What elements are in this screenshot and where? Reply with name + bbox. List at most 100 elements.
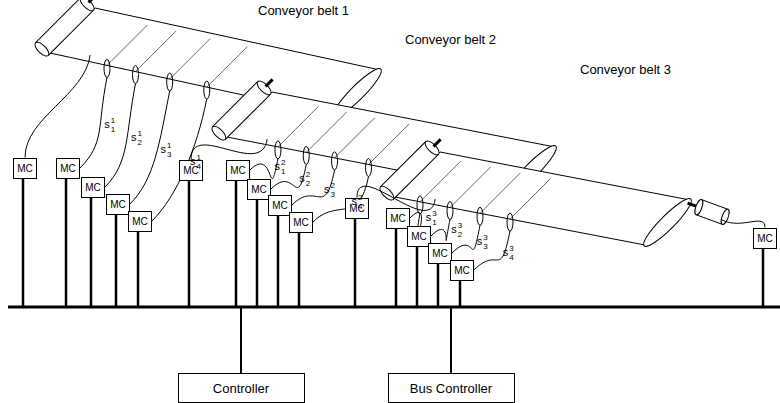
sensor-label: s12 [131,129,142,147]
drive-roller [210,73,279,142]
bus-drop [762,249,765,308]
node-text: MC [110,199,126,210]
sensor-beam [136,31,177,72]
conveyor-belt [395,152,690,245]
mc-box: MC [81,177,105,198]
roller-end [378,184,396,202]
roller-end [210,124,228,142]
bus-drop [240,307,242,373]
sensor-cable [130,91,170,204]
drive-roller [378,133,447,202]
sensor-beam [335,117,376,157]
sensor-cable [250,159,278,179]
motor-shaft [434,139,441,146]
light-sensor [303,146,309,164]
node-text: MC [757,233,773,244]
bus-drop [437,264,440,308]
light-sensor [417,196,423,214]
mc-box: MC [226,160,250,181]
node-text: MC [411,231,427,242]
bus-drop [90,198,93,308]
roller-end [423,139,441,157]
sensor-label: s34 [503,244,514,262]
sensor-beam [207,47,248,88]
light-sensor [133,66,139,84]
node-text: MC [17,163,33,174]
node-text: Controller [213,381,269,396]
roller-end [255,79,273,97]
drive-roller [33,0,102,58]
motor-shaft [89,0,96,2]
bus-drop [235,181,238,308]
node-text: MC [454,265,470,276]
light-sensor [167,73,173,91]
sensor-cable [313,177,369,223]
sensor-beam [420,161,461,202]
light-sensor [507,213,513,231]
belt-label: Conveyor belt 3 [580,62,671,77]
sensor-label: s13 [160,141,171,159]
belt-label: Conveyor belt 2 [405,32,496,47]
sensor-beam [369,124,410,165]
mc-box: MC [56,158,80,179]
mc-box: MC [345,198,369,219]
controller-box: Bus Controller [388,373,515,403]
sensor-label: s21 [275,158,286,176]
sensor-beam [306,112,347,152]
mc-box: MC [13,158,37,179]
mc-box: MC [450,260,474,281]
sensor-beam [278,106,319,146]
node-text: Bus Controller [410,381,492,396]
node-text: MC [272,200,288,211]
roller-end [33,40,51,58]
mc-box: MC [106,194,130,215]
bus-drop [416,247,419,308]
sensor-beam [510,179,551,220]
light-sensor [366,159,372,177]
light-sensor [104,59,110,77]
bus-drop [450,307,452,373]
sensor-cable [474,231,510,270]
node-text: MC [251,184,267,195]
bus-drop [256,200,259,308]
mc-box: MC [289,212,313,233]
conveyor-belt [50,8,380,115]
light-sensor [332,152,338,170]
node-text: MC [293,217,309,228]
motor-shaft [688,203,696,206]
bus-drop [22,179,25,308]
sensor-cable [105,84,136,187]
sensor-label: s22 [299,170,310,188]
node-text: MC [390,213,406,224]
bus-drop [395,229,398,308]
belt-label: Conveyor belt 1 [258,3,349,18]
sensor-cable [292,170,335,205]
mc-box: MC [753,228,777,249]
bus-drop [137,232,140,308]
light-sensor [275,141,281,159]
mc-box: MC [128,211,152,232]
node-text: MC [432,248,448,259]
controller-box: Controller [178,373,305,403]
motor-cable [722,220,765,228]
sensor-beam [170,39,211,80]
light-sensor [477,207,483,225]
sensor-beam [450,167,491,208]
light-sensor [204,81,210,99]
light-sensor [447,202,453,220]
node-text: MC [85,182,101,193]
mc-box: MC [428,243,452,264]
sensor-label: s33 [477,233,488,251]
bus-drop [459,281,462,308]
bus-drop [354,219,357,308]
sensor-cable [152,99,207,221]
end-roller [639,194,696,251]
node-text: MC [132,216,148,227]
node-text: MC [230,165,246,176]
bus-drop [298,233,301,308]
sensor-label: s23 [324,181,335,199]
sensor-cable [80,77,107,168]
sensor-label: s14 [190,153,201,171]
node-text: MC [60,163,76,174]
